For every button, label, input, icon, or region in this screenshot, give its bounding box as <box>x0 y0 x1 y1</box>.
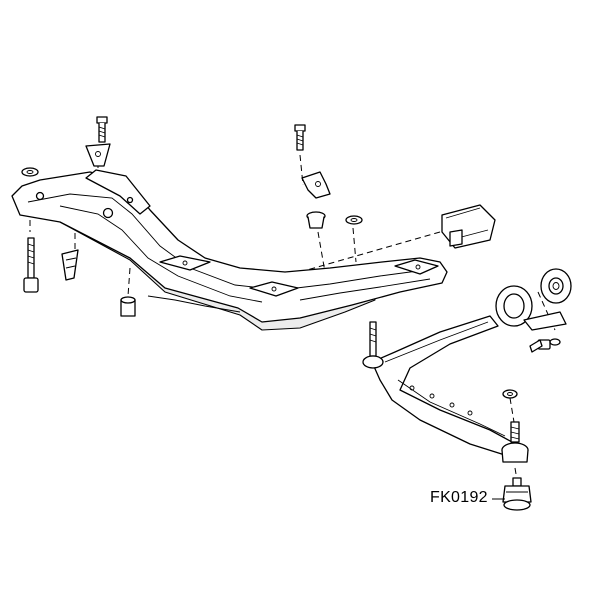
bracket-middle <box>301 171 331 199</box>
bush-middle <box>306 211 326 229</box>
top-bolt-middle <box>294 124 306 151</box>
rear-washer <box>549 338 561 346</box>
sleeve-left <box>120 296 136 317</box>
long-bolt-left <box>23 237 39 293</box>
ball-joint-part <box>502 477 532 511</box>
rear-bush-bracket <box>540 268 572 304</box>
ball-joint-stud <box>501 421 529 463</box>
washer-left <box>21 167 39 177</box>
top-bolt-left <box>96 116 108 143</box>
part-reference-code: FK0192 <box>430 489 488 506</box>
subframe-crossmember <box>11 169 448 331</box>
front-ball-joint <box>362 321 384 369</box>
rubber-mount-right <box>441 204 496 249</box>
washer-middle <box>345 215 363 225</box>
bracket-clip-left <box>85 143 111 167</box>
rear-bracket-bolt <box>529 339 551 353</box>
control-arm <box>371 315 513 457</box>
rubber-stop-left <box>61 249 79 281</box>
rear-bush-ring <box>495 285 567 331</box>
ball-joint-washer <box>502 389 518 399</box>
